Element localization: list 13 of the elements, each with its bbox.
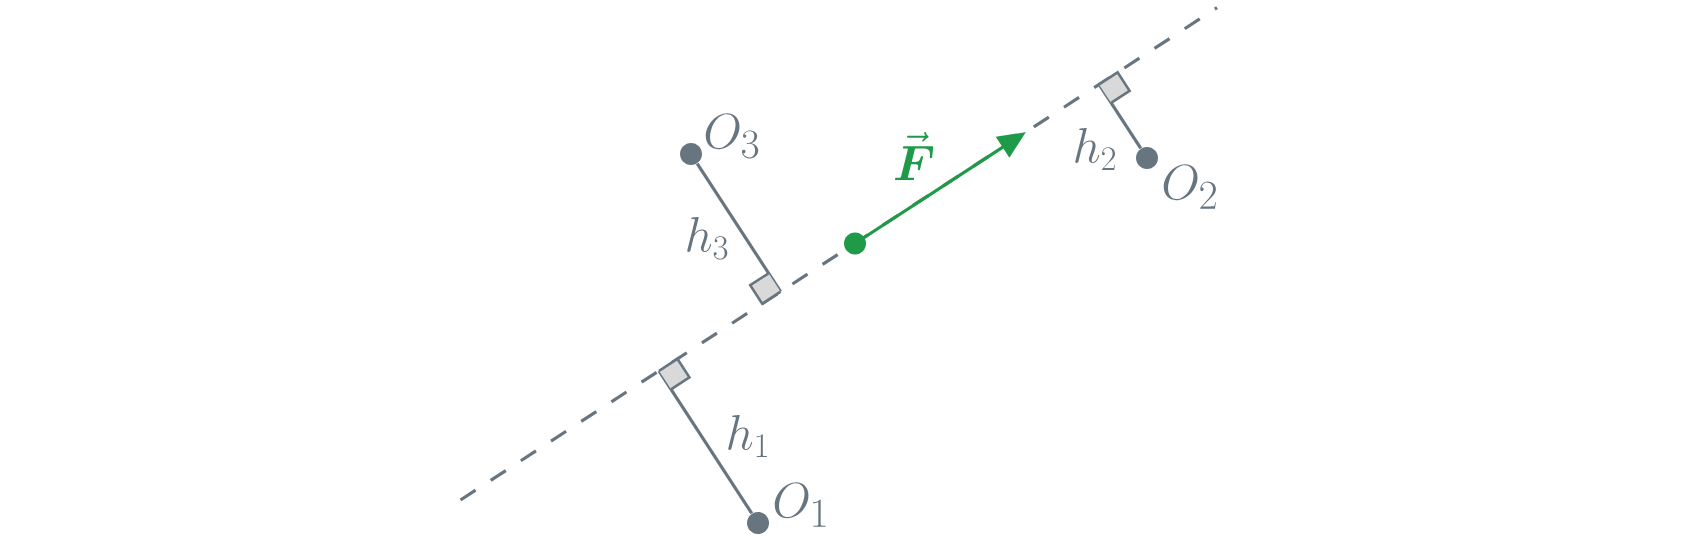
edge-label: $h_2$: [1075, 128, 1116, 170]
point: [1136, 147, 1158, 169]
point-label: $O_1$: [774, 482, 826, 527]
distance-line: [1097, 70, 1143, 150]
point: [680, 143, 702, 165]
edge-label: $h_3$: [687, 217, 728, 260]
distance-line: [657, 357, 754, 515]
point: [747, 512, 769, 534]
point: [844, 232, 866, 255]
point-label: $O_2$: [1163, 164, 1216, 209]
edge-label: $h_1$: [728, 415, 767, 457]
point-label: $O_3$: [705, 113, 759, 159]
edge-label: $\vec{\boldsymbol{F}}$: [895, 131, 934, 181]
